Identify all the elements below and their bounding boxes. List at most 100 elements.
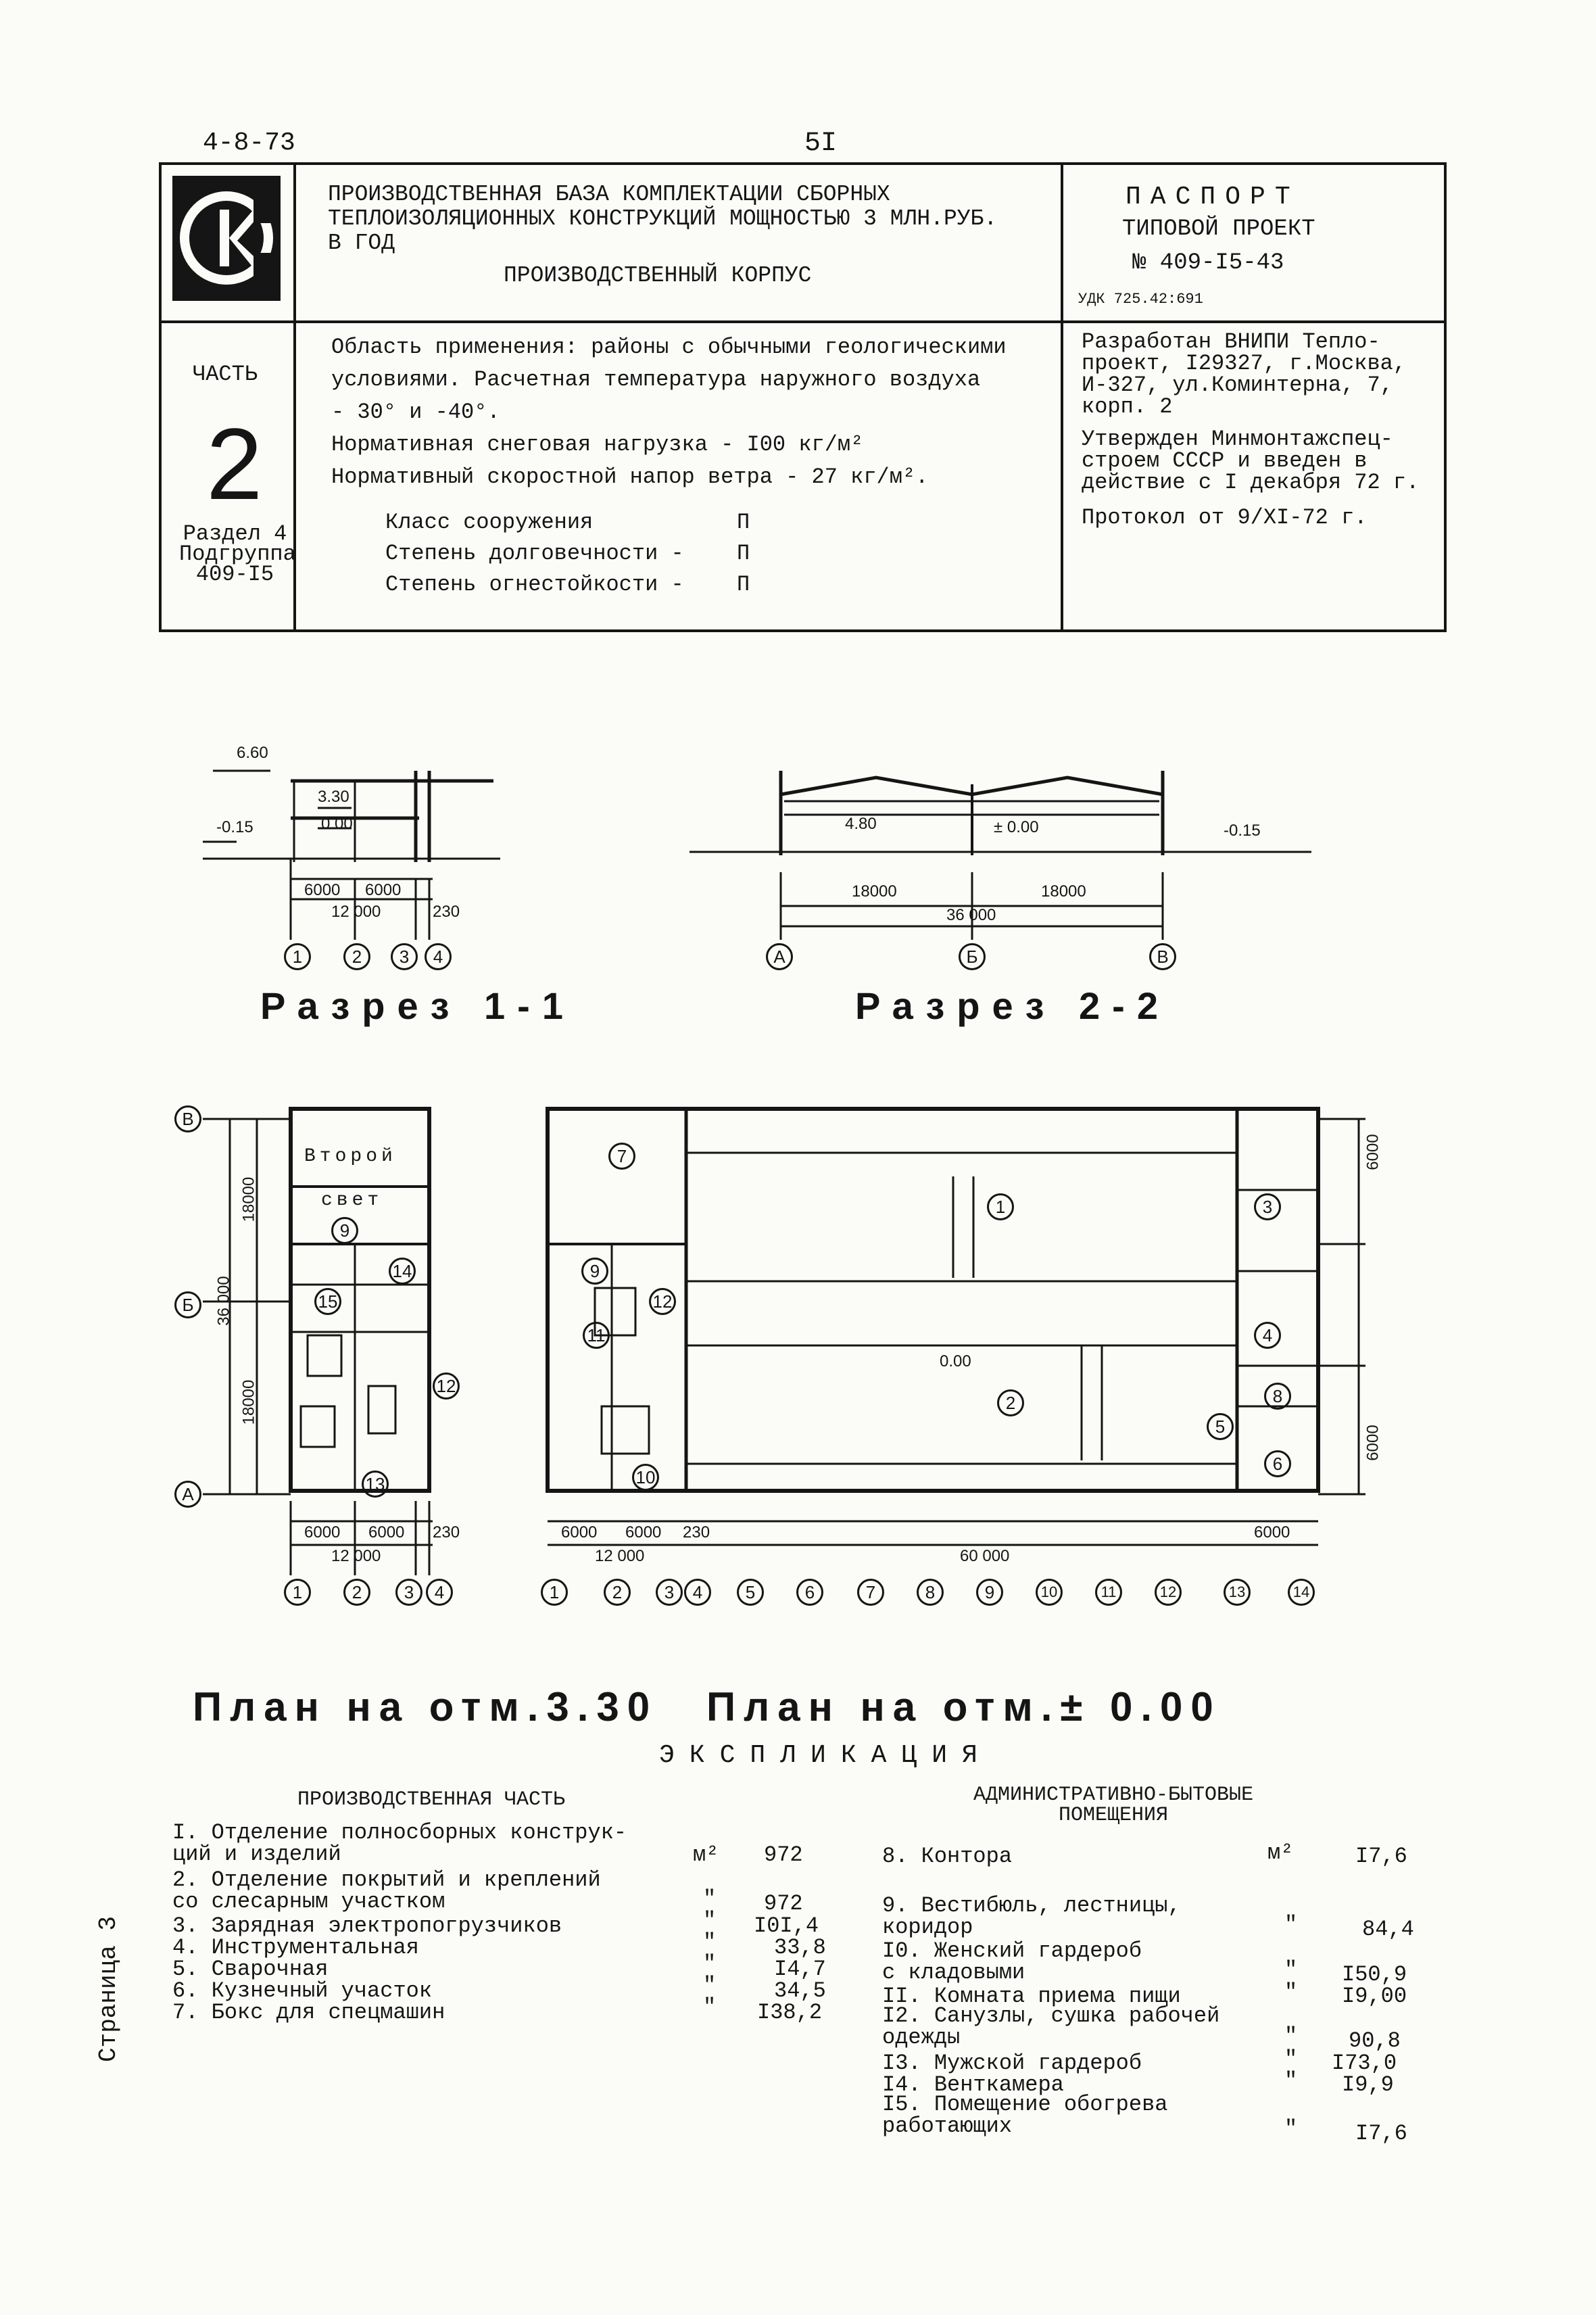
approved-line-2: строем СССР и введен в xyxy=(1082,448,1368,473)
approved-line-3: действие с I декабря 72 г. xyxy=(1082,470,1420,495)
axis-A-s2: А xyxy=(766,943,793,970)
passport-label: ПАСПОРТ xyxy=(1126,183,1300,212)
admin-heading-line-2: ПОМЕЩЕНИЯ xyxy=(1059,1804,1169,1827)
admin-row-8-unit: м² xyxy=(1267,1840,1294,1865)
plan-3-30-drawing xyxy=(203,1107,433,1575)
admin-row-12-value: 90,8 xyxy=(1349,2028,1401,2053)
prod-row-6-value: 34,5 xyxy=(774,1978,826,2003)
section-info: Раздел 4 Подгруппа 409-I5 xyxy=(179,523,296,586)
dim-12000-p2: 12 000 xyxy=(595,1547,645,1565)
mark-4-80: 4.80 xyxy=(845,815,877,833)
prod-row-4: 4. Инструментальная xyxy=(172,1935,419,1960)
room-12-p1: 12 xyxy=(433,1373,460,1400)
udk-code: УДК 725.42:691 xyxy=(1078,291,1203,308)
developer-line-3: И-327, ул.Коминтерна, 7, xyxy=(1082,373,1393,398)
prod-row-1-unit: м² xyxy=(693,1842,719,1867)
mark-minus-0-15-s1: -0.15 xyxy=(216,818,253,836)
axis-4-p2: 4 xyxy=(684,1579,711,1606)
axis-B-s2: Б xyxy=(959,943,986,970)
mark-pm-0-00: ± 0.00 xyxy=(994,818,1039,836)
part-number: 2 xyxy=(206,407,263,521)
prod-row-3-unit: " xyxy=(703,1908,717,1933)
admin-row-9-line-1: 9. Вестибюль, лестницы, xyxy=(882,1893,1181,1918)
admin-heading-line-1: АДМИНИСТРАТИВНО-БЫТОВЫЕ xyxy=(973,1784,1254,1807)
axis-6-p2: 6 xyxy=(796,1579,823,1606)
admin-row-15-unit: " xyxy=(1284,2116,1298,2141)
building-name: ПРОИЗВОДСТВЕННЫЙ КОРПУС xyxy=(504,263,812,288)
project-title-line-2: ТЕПЛОИЗОЛЯЦИОННЫХ КОНСТРУКЦИЙ МОЩНОСТЬЮ … xyxy=(328,206,998,231)
room-7: 7 xyxy=(608,1143,635,1170)
admin-row-10-line-2: с кладовыми xyxy=(882,1960,1025,1985)
dim-12000-s1: 12 000 xyxy=(331,903,381,921)
developer-block: Разработан ВНИПИ Тепло- проект, I29327, … xyxy=(1082,331,1419,529)
dim-6000-p1b: 6000 xyxy=(368,1523,405,1542)
project-title-line-1: ПРОИЗВОДСТВЕННАЯ БАЗА КОМПЛЕКТАЦИИ СБОРН… xyxy=(328,182,890,207)
axis-1-s1: 1 xyxy=(284,943,311,970)
admin-row-14: I4. Венткамера xyxy=(882,2072,1064,2097)
scope-block: Область применения: районы с обычными ге… xyxy=(331,331,1007,494)
axis-8-p2: 8 xyxy=(917,1579,944,1606)
project-number: № 409-I5-43 xyxy=(1132,250,1284,276)
class-value-3: П xyxy=(737,572,750,597)
section-2-2-title: Разрез 2-2 xyxy=(855,984,1170,1027)
plan-3-30-title: План на отм.3.30 xyxy=(193,1684,658,1729)
mark-0-00-s1: 0.00 xyxy=(321,815,353,833)
prod-row-4-value: 33,8 xyxy=(774,1935,826,1960)
admin-row-11-unit: " xyxy=(1284,1980,1298,2005)
admin-row-8: 8. Контора xyxy=(882,1844,1013,1869)
axis-3-s1: 3 xyxy=(391,943,418,970)
dim-18000-v2: 18000 xyxy=(239,1379,258,1425)
prod-row-3: 3. Зарядная электропогрузчиков xyxy=(172,1913,562,1938)
scope-line-4: Нормативная снеговая нагрузка - I00 кг/м… xyxy=(331,432,864,457)
prod-row-1: I. Отделение полносборных конструк- ций … xyxy=(172,1822,627,1865)
admin-row-14-value: I9,9 xyxy=(1342,2072,1394,2097)
class-value-2: П xyxy=(737,541,750,566)
side-page-label: Страница 3 xyxy=(95,1915,122,2062)
room-5: 5 xyxy=(1207,1413,1234,1440)
prod-row-2-value: 972 xyxy=(764,1891,803,1916)
class-label-1: Класс сооружения xyxy=(385,510,594,535)
admin-row-14-unit: " xyxy=(1284,2068,1298,2093)
room-label-light: свет xyxy=(321,1190,383,1211)
room-6: 6 xyxy=(1264,1450,1291,1477)
subgroup-label: Подгруппа xyxy=(179,542,296,567)
mark-3-30: 3.30 xyxy=(318,788,349,806)
class-row-3: Степень огнестойкости -П xyxy=(385,569,750,600)
room-3: 3 xyxy=(1254,1193,1281,1220)
admin-row-15: I5. Помещение обогрева работающих xyxy=(882,2094,1167,2137)
plan-0-00-title: План на отм.± 0.00 xyxy=(706,1684,1222,1729)
dim-230-p1: 230 xyxy=(433,1523,460,1542)
axis-10-p2: 10 xyxy=(1036,1579,1063,1606)
admin-row-9-value: 84,4 xyxy=(1362,1917,1414,1942)
class-row-2: Степень долговечности - П xyxy=(385,538,750,569)
dim-6000-s1a: 6000 xyxy=(304,881,341,899)
dim-60000-p2: 60 000 xyxy=(960,1547,1010,1565)
scope-line-5: Нормативный скоростной напор ветра - 27 … xyxy=(331,464,929,490)
ck-logo xyxy=(172,176,281,301)
approved-line-1: Утвержден Минмонтажспец- xyxy=(1082,427,1393,452)
axis-V-s2: В xyxy=(1149,943,1176,970)
axis-9-p2: 9 xyxy=(976,1579,1003,1606)
axis-12-p2: 12 xyxy=(1155,1579,1182,1606)
class-label-2: Степень долговечности - xyxy=(385,541,684,566)
prod-row-1-line-2: ций и изделий xyxy=(172,1842,341,1867)
project-type: ТИПОВОЙ ПРОЕКТ xyxy=(1122,216,1315,242)
axis-11-p2: 11 xyxy=(1095,1579,1122,1606)
axis-2-s1: 2 xyxy=(343,943,370,970)
axis-1-p2: 1 xyxy=(541,1579,568,1606)
dim-12000-p1: 12 000 xyxy=(331,1547,381,1565)
section-1-1-title: Разрез 1-1 xyxy=(260,984,575,1027)
prod-row-6: 6. Кузнечный участок xyxy=(172,1978,433,2003)
room-15: 15 xyxy=(314,1288,341,1315)
scope-line-3: - 30° и -40°. xyxy=(331,400,500,425)
room-1: 1 xyxy=(987,1193,1014,1220)
mark-minus-0-15-s2: -0.15 xyxy=(1224,821,1261,840)
prod-row-1-value: 972 xyxy=(764,1842,803,1867)
prod-row-4-unit: " xyxy=(703,1930,717,1955)
room-2: 2 xyxy=(997,1389,1024,1416)
room-14: 14 xyxy=(389,1258,416,1285)
dim-6000-p1a: 6000 xyxy=(304,1523,341,1542)
admin-row-10-value: I50,9 xyxy=(1342,1962,1407,1987)
document-code: 4-8-73 xyxy=(203,128,295,158)
